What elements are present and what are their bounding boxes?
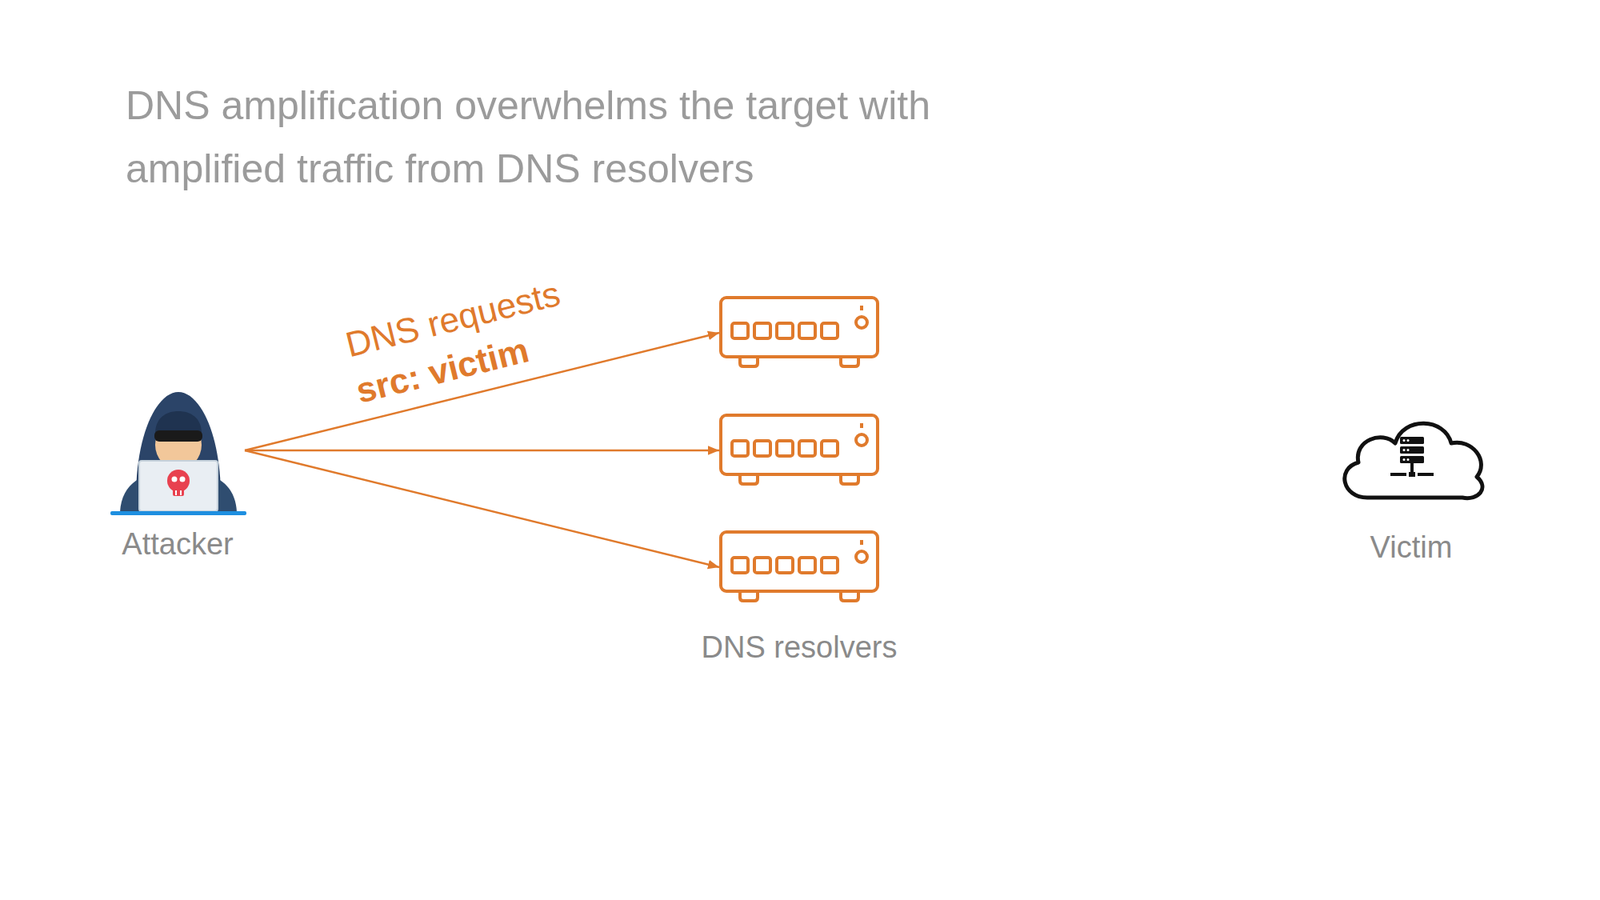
resolver-device [720, 297, 878, 367]
node-box: DNS resolvers [711, 288, 888, 616]
request-arrow [244, 449, 720, 452]
node-box: Attacker [110, 385, 245, 516]
resolver-device [720, 415, 878, 484]
resolver-icons [720, 297, 878, 601]
resolver-device [720, 532, 878, 601]
node-label: Victim [1370, 529, 1453, 565]
resolver-box [719, 296, 880, 370]
node-box: Victim [1331, 408, 1492, 512]
resolver-box [719, 413, 880, 488]
victim-cloud [1344, 423, 1483, 498]
diagram-title: DNS amplification overwhelms the target … [125, 74, 998, 201]
resolver-box [719, 530, 880, 604]
attacker-figure [110, 392, 247, 516]
node-label: DNS resolvers [701, 629, 898, 665]
request-arrow [244, 450, 720, 568]
node-label: Attacker [121, 526, 233, 562]
